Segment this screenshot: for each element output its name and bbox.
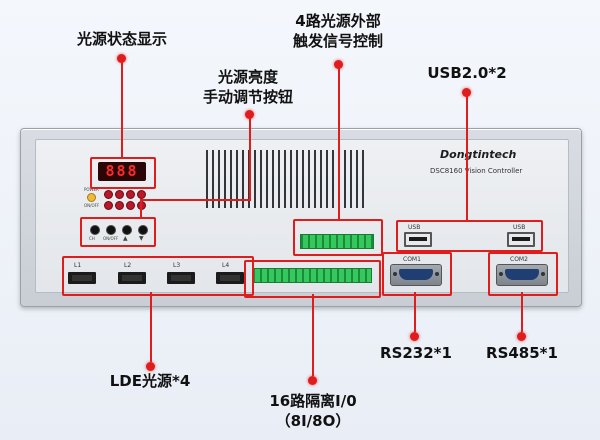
io-callout-dot: [308, 376, 317, 385]
rs485-label: RS485*1: [486, 344, 558, 362]
channel-led-6: [115, 201, 124, 210]
rs485-callout-dot: [517, 332, 526, 341]
buttons-callout-line-v: [249, 118, 251, 200]
rs232-db9-socket: [399, 269, 433, 280]
light-ports-callout-line: [150, 292, 152, 362]
usb-highlight: [396, 220, 543, 252]
channel-led-4: [137, 190, 146, 199]
light-port-label-2: L2: [124, 262, 132, 269]
trigger-label-line1: 4路光源外部: [295, 12, 381, 30]
onoff-button[interactable]: [106, 225, 116, 235]
channel-led-5: [104, 201, 113, 210]
brand-logo-text: Dongtintech: [440, 148, 517, 161]
ch-button-label: CH: [89, 236, 95, 241]
channel-led-1: [104, 190, 113, 199]
usb-label-2: USB: [513, 224, 526, 231]
trigger-label-line2: 触发信号控制: [292, 32, 383, 50]
light-ports-label: LDE光源*4: [109, 372, 191, 390]
light-ports-highlight: [62, 256, 254, 296]
light-port-label-3: L3: [173, 262, 181, 269]
status-display-callout-line: [121, 62, 123, 157]
usb-label: USB2.0*2: [427, 64, 507, 82]
buttons-callout-line-v2: [140, 199, 142, 217]
light-port-3[interactable]: [167, 272, 195, 284]
rs485-highlight: [488, 252, 558, 296]
trigger-callout-dot: [334, 60, 343, 69]
light-port-label-1: L1: [74, 262, 82, 269]
light-port-4[interactable]: [216, 272, 244, 284]
rs485-db9-socket: [505, 269, 539, 280]
light-port-2[interactable]: [118, 272, 146, 284]
channel-led-3: [126, 190, 135, 199]
status-display-label: 光源状态显示: [76, 30, 167, 48]
brightness-down-button[interactable]: [138, 225, 148, 235]
rs485-screw-right: [541, 272, 545, 276]
light-port-label-4: L4: [222, 262, 230, 269]
usb-callout-dot: [462, 88, 471, 97]
rs232-screw-right: [435, 272, 439, 276]
brand-logo: Dongtintech: [440, 148, 516, 161]
rs232-callout-dot: [410, 332, 419, 341]
brightness-up-button[interactable]: [122, 225, 132, 235]
rs485-callout-line: [521, 292, 523, 332]
status-display-highlight: [90, 157, 156, 189]
onoff-button-label: ON/OFF: [103, 236, 119, 241]
ch-button[interactable]: [90, 225, 100, 235]
io-callout-line: [312, 294, 314, 376]
model-name: DSC8160 Vision Controller: [430, 167, 523, 175]
power-label: POWER: [84, 187, 99, 192]
io-label-line1: 16路隔离I/0: [269, 392, 357, 410]
trigger-terminal-highlight: [293, 219, 383, 256]
io-terminal-highlight: [244, 260, 381, 298]
usb-port-2[interactable]: [507, 232, 535, 247]
trigger-terminal-block[interactable]: [300, 234, 374, 249]
rs232-screw-left: [393, 272, 397, 276]
status-display-callout-dot: [117, 54, 126, 63]
channel-led-7: [126, 201, 135, 210]
com1-label: COM1: [403, 256, 421, 263]
up-button-label: ▲: [123, 235, 128, 242]
buttons-callout-dot: [245, 110, 254, 119]
channel-led-2: [115, 190, 124, 199]
buttons-callout-line-h: [140, 199, 251, 201]
onoff-led-label: ON/OFF: [84, 203, 100, 208]
buttons-highlight: [80, 217, 156, 247]
rs232-highlight: [382, 252, 452, 296]
usb-port-1[interactable]: [404, 232, 432, 247]
status-display: 888: [98, 162, 146, 181]
rs485-db9-port[interactable]: [496, 264, 548, 286]
trigger-callout-line: [338, 68, 340, 219]
usb-label-1: USB: [408, 224, 421, 231]
manual-buttons-label-line2: 手动调节按钮: [202, 88, 293, 106]
usb-callout-line: [466, 96, 468, 220]
io-label-line2: （8I/8O）: [275, 412, 351, 430]
rs232-callout-line: [414, 292, 416, 332]
light-port-1[interactable]: [68, 272, 96, 284]
manual-buttons-label-line1: 光源亮度: [217, 68, 278, 86]
rs485-screw-left: [499, 272, 503, 276]
rs232-label: RS232*1: [380, 344, 452, 362]
io-terminal-block[interactable]: [252, 268, 372, 283]
com2-label: COM2: [510, 256, 528, 263]
down-button-label: ▼: [139, 235, 144, 242]
light-ports-callout-dot: [146, 362, 155, 371]
power-led: [87, 193, 96, 202]
rs232-db9-port[interactable]: [390, 264, 442, 286]
